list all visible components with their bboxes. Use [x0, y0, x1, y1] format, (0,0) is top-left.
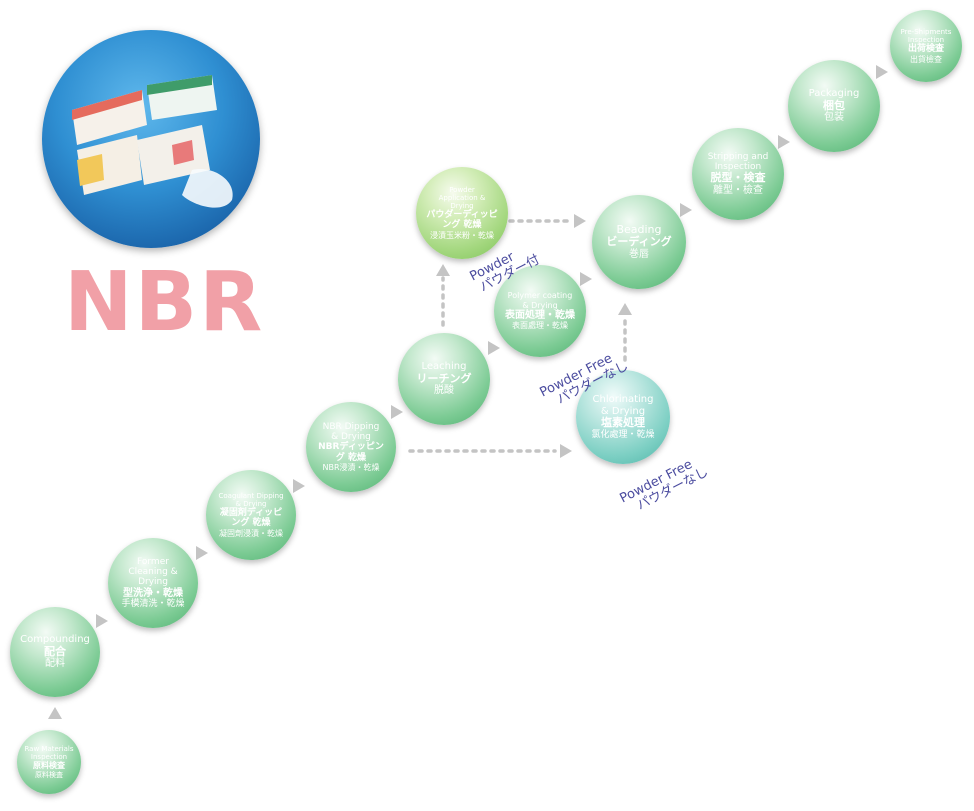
step-raw-materials-inspection: Raw Materials Inspection 原料検査 原料検査 [17, 730, 81, 794]
step-former-cleaning-drying: Former Cleaning & Drying 型洗浄・乾燥 手模清洗・乾燥 [108, 538, 198, 628]
step-powder-application-drying: Powder Application & Drying パウダーディッピング 乾… [416, 167, 508, 259]
step-compounding: Compounding 配合 配料 [10, 607, 100, 697]
arrow-right-icon [680, 203, 692, 217]
glove-boxes-image [72, 75, 233, 208]
step-stripping-inspection: Stripping and Inspection 脱型・検査 離型・檢查 [692, 128, 784, 220]
arrow-right-icon [574, 214, 586, 228]
step-leaching: Leaching リーチング 脱酸 [398, 333, 490, 425]
product-photo [42, 30, 260, 248]
step-packaging: Packaging 梱包 包装 [788, 60, 880, 152]
nbr-logo: NBR [64, 255, 265, 350]
arrow-up-icon [618, 303, 632, 315]
arrow-right-icon [580, 272, 592, 286]
arrow-up-icon [436, 264, 450, 276]
step-nbr-dipping-drying: NBR Dipping & Drying NBRディッピング 乾燥 NBR浸漬・… [306, 402, 396, 492]
arrow-right-icon [96, 614, 108, 628]
step-pre-shipments-inspection: Pre-Shipments Inspection 出荷検査 出貨檢查 [890, 10, 962, 82]
arrow-right-icon [488, 341, 500, 355]
arrow-right-icon [391, 405, 403, 419]
arrow-right-icon [196, 546, 208, 560]
step-coagulant-dipping-drying: Coagulant Dipping & Drying 凝固剤ディッピング 乾燥 … [206, 470, 296, 560]
arrow-right-icon [560, 444, 572, 458]
arrow-right-icon [293, 479, 305, 493]
arrow-right-icon [876, 65, 888, 79]
step-polymer-coating-drying: Polymer coating & Drying 表面処理・乾燥 表面處理・乾燥 [494, 265, 586, 357]
step-beading: Beading ビーディング 巻唇 [592, 195, 686, 289]
step-chlorinating-drying: Chlorinating & Drying 塩素処理 氯化處理・乾燥 [576, 370, 670, 464]
arrow-up-icon [48, 707, 62, 719]
arrow-right-icon [778, 135, 790, 149]
